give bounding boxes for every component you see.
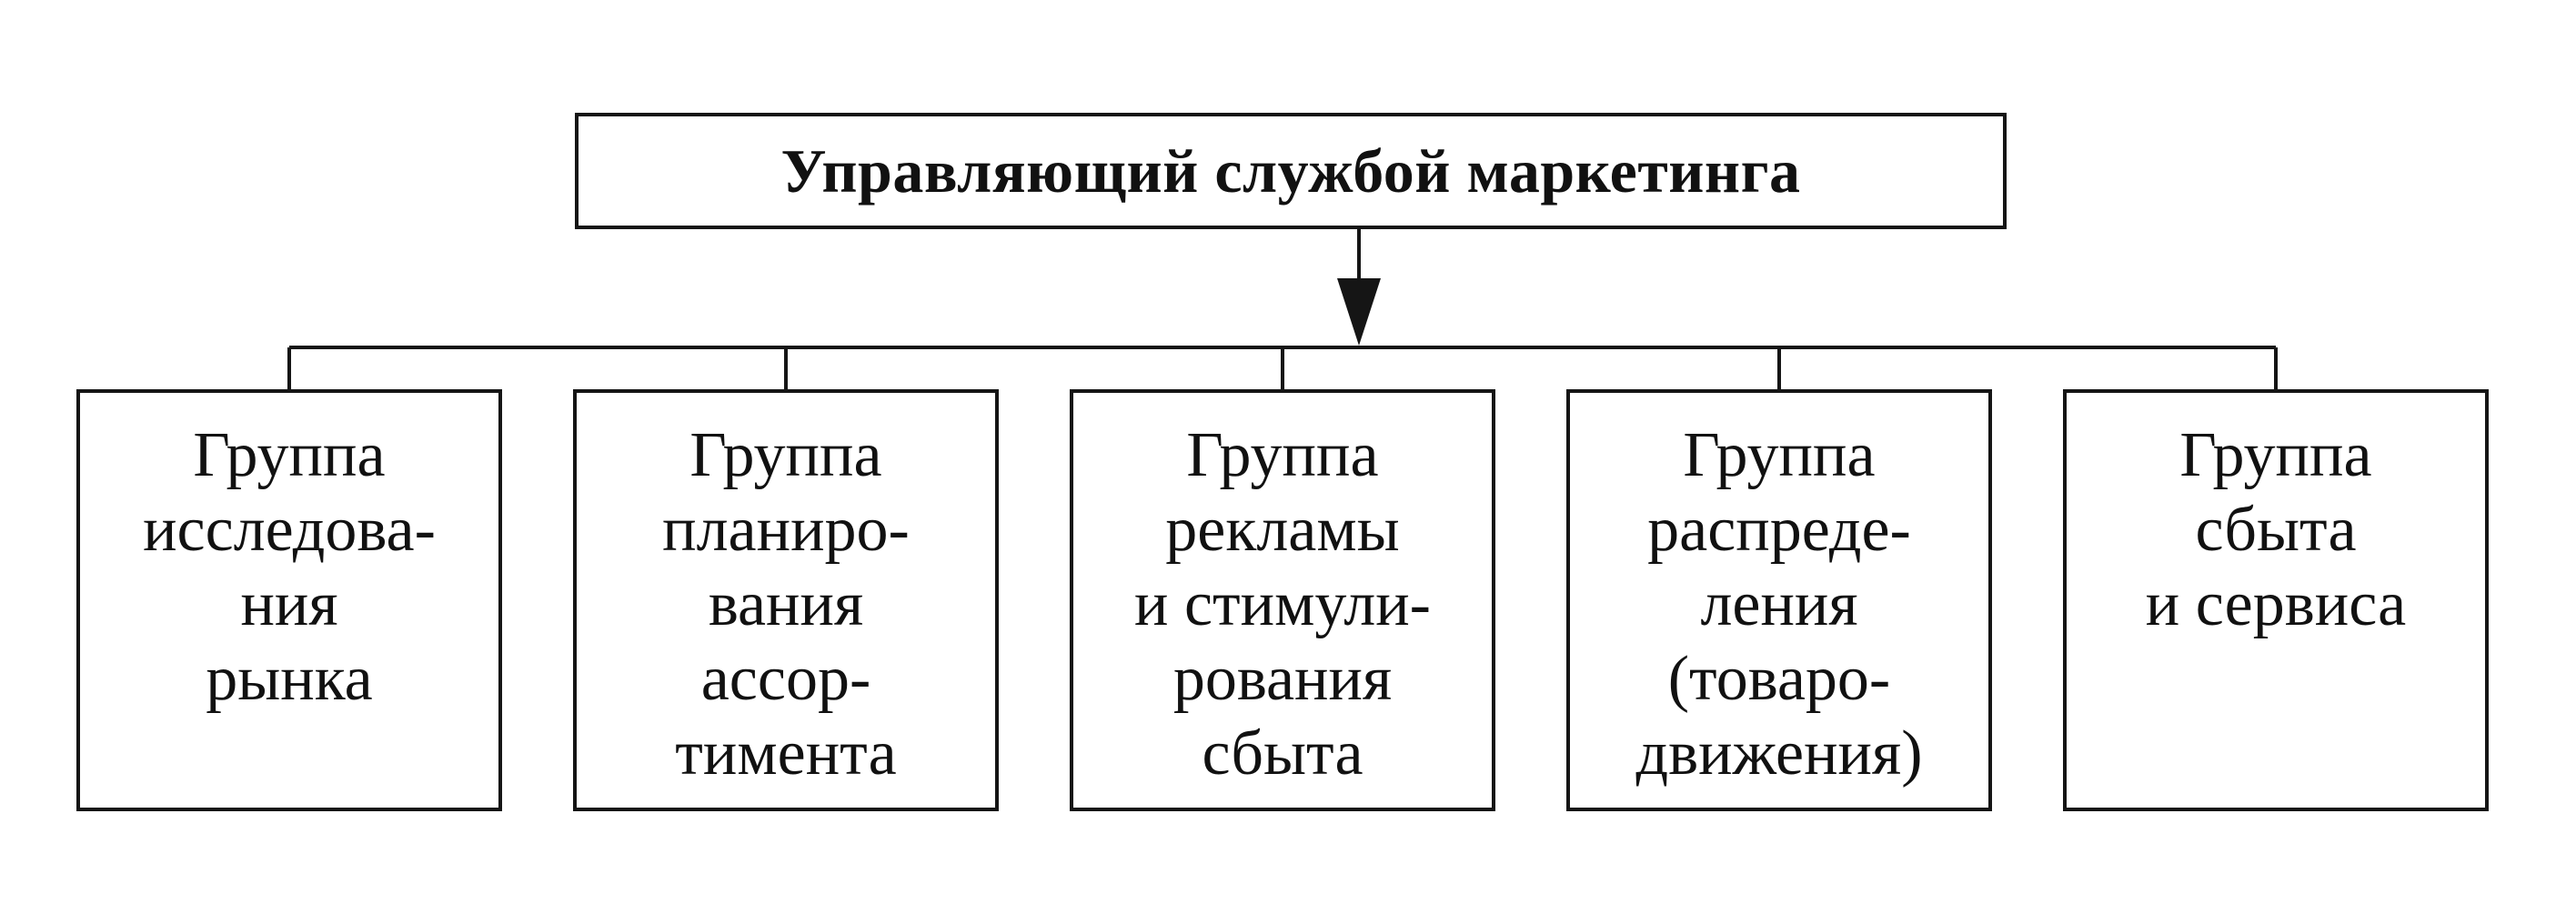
group-label-line: Группа [193, 420, 386, 490]
sales-service-group-box: Группа сбыта и сервиса [2063, 389, 2489, 811]
group-label-line: рования [1172, 644, 1393, 714]
group-label-line: ления [1700, 569, 1858, 639]
marketing-manager-box: Управляющий службой маркетинга [575, 113, 2007, 229]
group-label-line: Группа [689, 420, 882, 490]
group-label-line: тимента [675, 718, 897, 788]
group-label-line: вания [708, 569, 864, 639]
group-label-line: и стимули- [1133, 569, 1431, 639]
marketing-manager-label: Управляющий службой маркетинга [780, 136, 1801, 206]
group-label-line: (товаро- [1667, 644, 1891, 714]
group-label-line: и сервиса [2145, 569, 2407, 639]
group-label-line: рынка [206, 644, 373, 714]
arrow-down-icon [1337, 278, 1381, 346]
group-label-line: Группа [1186, 420, 1379, 490]
group-label-line: сбыта [2195, 495, 2357, 565]
group-label-line: движения) [1635, 718, 1923, 788]
distribution-group-box: Группа распреде- ления (товаро- движения… [1566, 389, 1992, 811]
market-research-group-box: Группа исследова- ния рынка [76, 389, 502, 811]
group-label-line: ассор- [700, 644, 871, 714]
assortment-planning-group-box: Группа планиро- вания ассор- тимента [573, 389, 999, 811]
advertising-sales-promotion-group-box: Группа рекламы и стимули- рования сбыта [1070, 389, 1495, 811]
group-label-line: планиро- [662, 495, 910, 565]
group-label-line: сбыта [1202, 718, 1363, 788]
group-label-line: Группа [1683, 420, 1876, 490]
group-label-line: распреде- [1647, 495, 1911, 565]
group-label-line: Группа [2179, 420, 2372, 490]
group-label-line: рекламы [1165, 495, 1400, 565]
group-label-line: ния [240, 569, 338, 639]
group-label-line: исследова- [143, 495, 436, 565]
